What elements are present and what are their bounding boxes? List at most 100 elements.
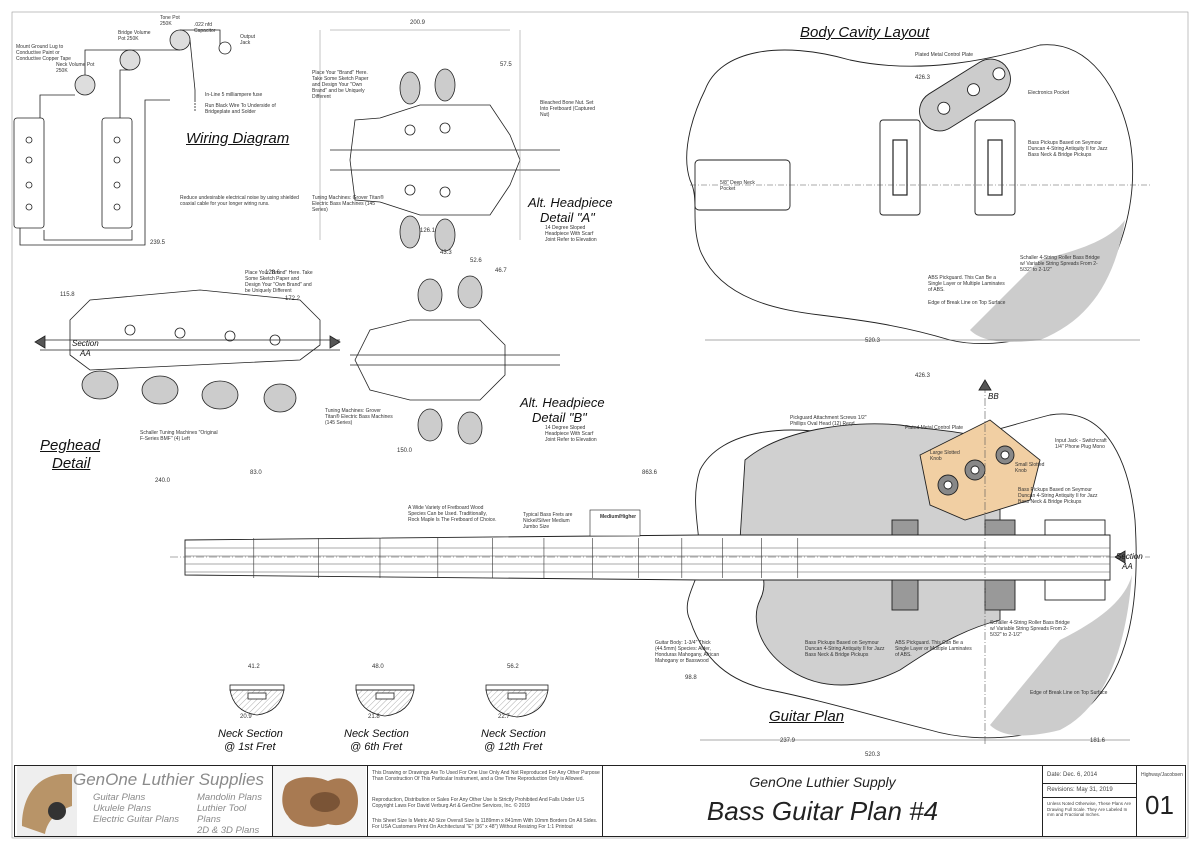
note-pickguard-screws: Pickguard Attachment Screws 1/2" Phillip… <box>790 415 867 427</box>
note-neck-volume: Neck Volume Pot 250K <box>56 62 95 74</box>
section-label-plan: Section <box>1116 552 1143 561</box>
note-abs-pickguard-plan: ABS Pickguard. This Can Be a Single Laye… <box>895 640 972 658</box>
note-bleached-nut: Bleached Bone Nut. Set Into Fretboard (C… <box>540 100 596 118</box>
title-block-sheet-cell: Highway/Jacobsen 01 <box>1137 766 1185 836</box>
note-tuning-machines-b: Tuning Machines: Grover Titan® Electric … <box>325 408 393 426</box>
body-cavity-title: Body Cavity Layout <box>800 24 930 41</box>
units-note: Unless Noted Otherwise, These Plans Are … <box>1047 801 1131 817</box>
note-large-knob: Large Slotted Knob <box>930 450 960 462</box>
note-bridge-volume: Bridge Volume Pot 250K <box>118 30 151 42</box>
dim-19: 181.6 <box>1090 738 1106 744</box>
note-black-wire: Run Black Wire To Underside of Bridgepla… <box>205 103 276 115</box>
note-headstock-brand-peg: Place Your "Brand" Here. Take Some Sketc… <box>245 270 313 294</box>
note-tuning-machines-a: Tuning Machines: Grover Titan® Electric … <box>312 195 384 213</box>
neck-section-6-title-2: @ 6th Fret <box>350 741 403 753</box>
plan-revisions: Revisions: May 31, 2019 <box>1047 787 1113 793</box>
highway-label: Highway/Jacobsen <box>1141 772 1183 778</box>
section-aa-plan: AA <box>1122 562 1133 571</box>
tone-pot <box>169 29 191 51</box>
plan-date: Date: Dec. 6, 2014 <box>1047 772 1098 778</box>
alt-headpiece-a-title-2: Detail "A" <box>540 210 595 225</box>
sheet-border <box>11 11 1189 839</box>
alt-headpiece-b-title-2: Detail "B" <box>532 410 587 425</box>
note-output-jack: Output Jack <box>240 34 256 46</box>
wiring-diagram <box>13 29 232 246</box>
dim-9: 172.2 <box>285 296 301 302</box>
alt-headpiece-b <box>350 275 560 445</box>
note-fretboard: A Wide Variety of Fretboard Wood Species… <box>408 505 497 523</box>
guitar-plan-title: Guitar Plan <box>769 708 845 725</box>
note-angled-headpiece-b: 14 Degree Sloped Headpiece With Scarf Jo… <box>545 425 597 443</box>
alt-headpiece-a <box>319 29 560 252</box>
neck-section-12 <box>485 684 549 718</box>
neck-section-1-width: 41.2 <box>248 664 260 670</box>
section-label-peghead: Section <box>72 339 99 348</box>
link-2d-3d-plans[interactable]: 2D & 3D Plans <box>197 825 260 836</box>
neck-section-6-width: 48.0 <box>372 664 384 670</box>
peghead-detail <box>34 289 341 413</box>
note-tone: Tone Pot 250K <box>160 15 180 27</box>
sheet-number: 01 <box>1145 790 1174 820</box>
neck-section-12-title-2: @ 12th Fret <box>484 741 543 753</box>
note-capacitor: .022 nfd Capacitor <box>194 22 216 34</box>
note-frets: Typical Bass Frets are Nickel/Silver Med… <box>523 512 573 530</box>
note-plated-plate-body: Plated Metal Control Plate <box>915 52 974 58</box>
fret-spec-box <box>589 509 641 537</box>
neck-pickup <box>13 117 45 229</box>
dim-20: 98.8 <box>685 675 697 681</box>
link-luthier-tool-plans[interactable]: Luthier Tool Plans <box>197 803 247 825</box>
neck-section-1-depth: 20.9 <box>240 714 252 720</box>
note-bridge-plan: Schaller 4-String Roller Bass Bridge w/ … <box>990 620 1070 638</box>
dim-12: 520.3 <box>865 338 881 344</box>
dim-17: 237.9 <box>780 738 796 744</box>
link-guitar-plans[interactable]: Guitar Plans <box>93 792 146 803</box>
bridge-volume-pot <box>119 49 141 71</box>
note-ground-lug: Mount Ground Lug to Conductive Paint or … <box>16 44 71 62</box>
alt-headpiece-a-title-1: Alt. Headpiece <box>528 195 613 210</box>
neck-section-6-depth: 21.8 <box>368 714 380 720</box>
neck-section-1-title-2: @ 1st Fret <box>224 741 276 753</box>
section-bb-plan: BB <box>988 392 999 401</box>
plan-subtitle: GenOne Luthier Supply <box>749 774 896 790</box>
dim-14: 863.6 <box>642 470 658 476</box>
neck-volume-pot <box>74 74 96 96</box>
dim-18: 520.3 <box>865 752 881 758</box>
link-ukulele-plans[interactable]: Ukulele Plans <box>93 803 152 814</box>
dim-21: 150.0 <box>397 448 413 454</box>
note-bridge-body: Schaller 4-String Roller Bass Bridge w/ … <box>1020 255 1100 273</box>
dim-8: 83.0 <box>250 470 262 476</box>
dim-15: 426.3 <box>915 75 931 81</box>
link-electric-guitar-plans[interactable]: Electric Guitar Plans <box>93 814 180 825</box>
guitar-plan <box>170 379 1150 745</box>
dim-4: 57.5 <box>500 62 512 68</box>
peghead-title-2: Detail <box>52 455 91 472</box>
links-left: Guitar Plans Ukulele Plans Electric Guit… <box>93 792 179 825</box>
note-pickups-plan: Bass Pickups Based on Seymour Duncan 4-S… <box>1018 487 1098 505</box>
dim-11: 240.0 <box>155 478 171 484</box>
note-edge-break-plan: Edge of Break Line on Top Surface <box>1030 690 1108 696</box>
note-pickups-lower: Bass Pickups Based on Seymour Duncan 4-S… <box>805 640 885 658</box>
copyright-text-3: This Sheet Size Is Metric A0 Size Overal… <box>372 818 598 830</box>
logo-image <box>17 766 77 836</box>
note-electronics-pocket: Electronics Pocket <box>1028 90 1070 96</box>
dim-5: 52.6 <box>470 258 482 264</box>
output-jack <box>218 41 232 55</box>
title-block: GenOne Luthier Supplies Guitar Plans Uku… <box>14 765 1186 837</box>
neck-section-12-depth: 22.7 <box>498 714 510 720</box>
link-mandolin-plans[interactable]: Mandolin Plans <box>197 792 262 803</box>
note-headstock-brand-a: Place Your "Brand" Here. Take Some Sketc… <box>312 70 369 100</box>
title-block-copyright-cell: This Drawing or Drawings Are To Used For… <box>368 766 603 836</box>
section-aa-peghead: AA <box>80 349 91 358</box>
neck-fretboard <box>184 534 1111 581</box>
neck-section-12-title-1: Neck Section <box>481 728 546 740</box>
neck-section-1 <box>229 684 285 716</box>
dim-1: 200.9 <box>410 20 426 26</box>
note-pickups-body: Bass Pickups Based on Seymour Duncan 4-S… <box>1028 140 1108 158</box>
peghead-title-1: Peghead <box>40 437 101 454</box>
note-abs-pickguard-body: ABS Pickguard. This Can Be a Single Laye… <box>928 275 1005 293</box>
note-small-knob: Small Slotted Knob <box>1015 462 1045 474</box>
note-fuse: In-Line 5 milliampere fuse <box>205 92 263 98</box>
title-block-photo-cell <box>273 766 368 836</box>
dim-10: 115.8 <box>60 292 75 298</box>
